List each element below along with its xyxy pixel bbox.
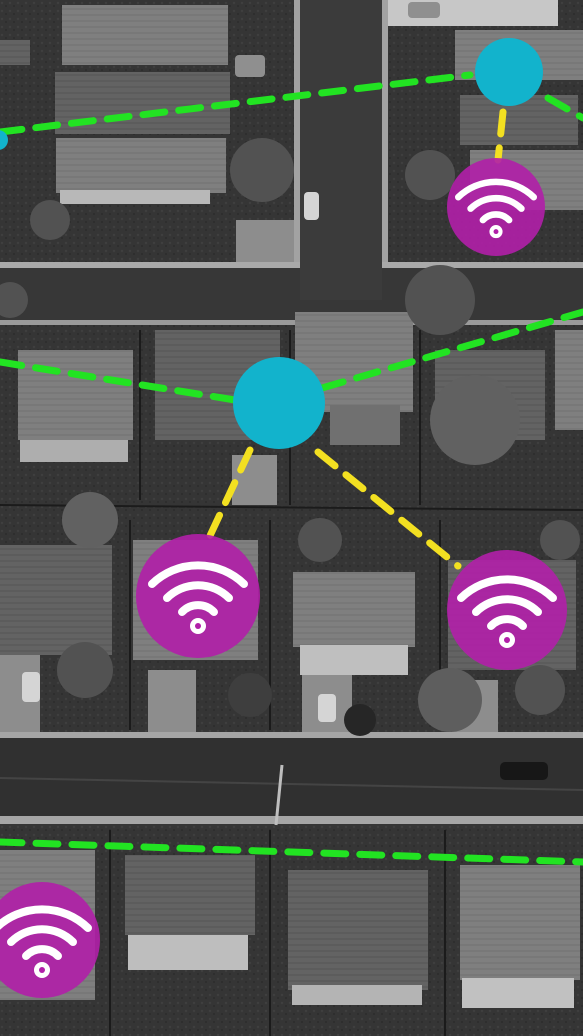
hub-node-top-right xyxy=(475,38,543,106)
wifi-icon xyxy=(457,575,557,648)
backbone-link-middle-right xyxy=(318,308,583,392)
backbone-links xyxy=(0,71,583,866)
driveways xyxy=(0,220,498,732)
backbone-link-middle-left xyxy=(0,358,239,404)
access-link-top xyxy=(494,108,507,164)
access-link-right xyxy=(314,448,462,570)
roads xyxy=(0,0,583,824)
wifi-icon xyxy=(148,561,248,634)
wifi-node-top xyxy=(447,158,545,256)
wifi-icon xyxy=(455,178,537,239)
backbone-link-top xyxy=(0,71,474,136)
hub-node-edge-left xyxy=(0,130,8,150)
wifi-node-right xyxy=(447,550,567,670)
cars xyxy=(22,2,548,780)
access-link-left xyxy=(204,446,254,544)
trees xyxy=(0,138,580,736)
hub-node-center xyxy=(233,357,325,449)
utility-pole xyxy=(274,764,284,826)
backbone-link-bottom xyxy=(0,838,583,866)
backbone-link-top-right xyxy=(544,94,583,122)
wifi-icon xyxy=(0,905,92,978)
wifi-node-left xyxy=(136,534,260,658)
wifi-node-bottom-left xyxy=(0,882,100,998)
access-links xyxy=(204,108,507,570)
